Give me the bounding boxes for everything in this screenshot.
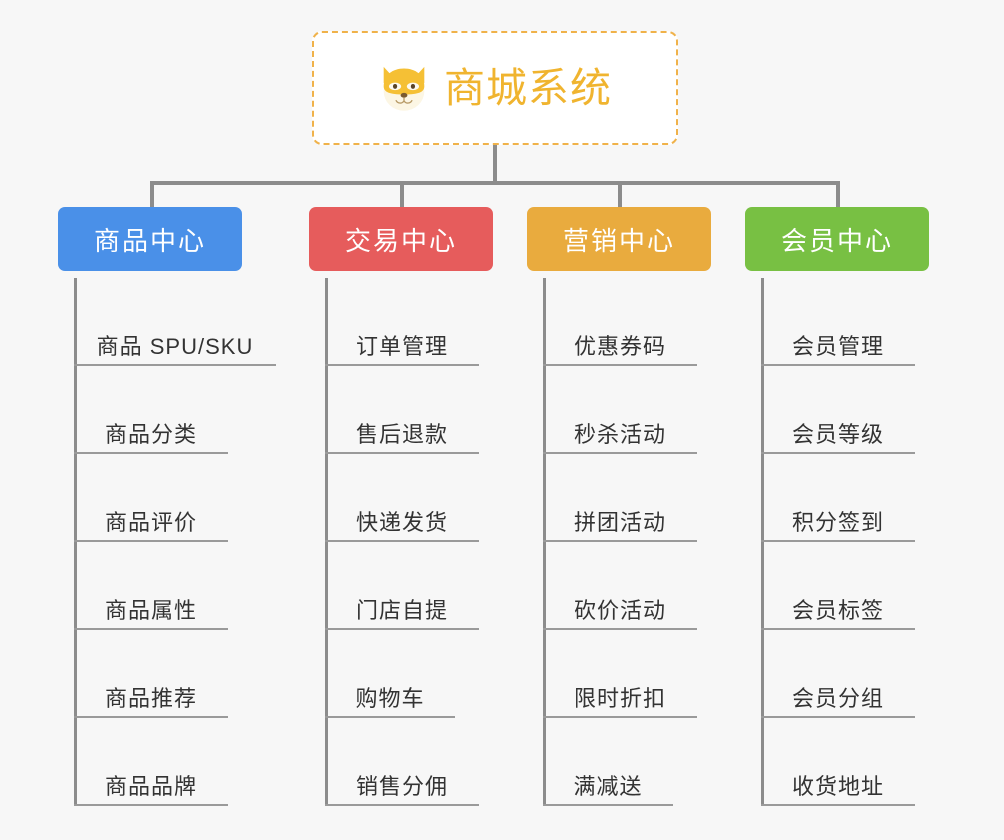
- leaf-label: 拼团活动: [573, 509, 666, 535]
- list-item[interactable]: 会员分组: [761, 630, 915, 718]
- leaf-label: 快递发货: [355, 509, 448, 535]
- list-item[interactable]: 优惠券码: [543, 278, 697, 366]
- leaf-label: 售后退款: [355, 421, 448, 447]
- list-item[interactable]: 订单管理: [325, 278, 479, 366]
- category-label: 商品中心: [93, 225, 206, 256]
- category-box-member-center[interactable]: 会员中心: [745, 207, 929, 271]
- category-box-trade-center[interactable]: 交易中心: [309, 207, 493, 271]
- category-label: 会员中心: [780, 225, 893, 256]
- list-item[interactable]: 会员等级: [761, 366, 915, 454]
- list-item[interactable]: 快递发货: [325, 454, 479, 542]
- leaf-label: 销售分佣: [355, 773, 448, 799]
- leaf-spine: [543, 278, 546, 806]
- list-item[interactable]: 商品品牌: [74, 718, 228, 806]
- leaf-label: 会员标签: [791, 597, 884, 623]
- list-item[interactable]: 满减送: [543, 718, 673, 806]
- connector-root-stem: [493, 145, 497, 183]
- leaf-label: 商品分类: [104, 421, 197, 447]
- list-item[interactable]: 门店自提: [325, 542, 479, 630]
- list-item[interactable]: 积分签到: [761, 454, 915, 542]
- list-item[interactable]: 商品 SPU/SKU: [74, 278, 276, 366]
- leaf-label: 限时折扣: [573, 685, 666, 711]
- list-item[interactable]: 商品属性: [74, 542, 228, 630]
- leaf-label: 收货地址: [791, 773, 884, 799]
- connector-drop-2: [400, 181, 404, 209]
- leaf-label: 积分签到: [791, 509, 884, 535]
- leaf-label: 会员等级: [791, 421, 884, 447]
- leaf-spine: [761, 278, 764, 806]
- leaf-label: 订单管理: [355, 333, 448, 359]
- connector-drop-1: [150, 181, 154, 209]
- root-node[interactable]: 商城系统: [312, 31, 678, 145]
- root-title: 商城系统: [444, 64, 612, 111]
- list-item[interactable]: 收货地址: [761, 718, 915, 806]
- connector-horizontal-bus: [150, 181, 840, 185]
- leaf-label: 会员分组: [791, 685, 884, 711]
- category-box-marketing-center[interactable]: 营销中心: [527, 207, 711, 271]
- category-label: 营销中心: [562, 225, 675, 256]
- list-item[interactable]: 砍价活动: [543, 542, 697, 630]
- list-item[interactable]: 拼团活动: [543, 454, 697, 542]
- category-box-product-center[interactable]: 商品中心: [58, 207, 242, 271]
- list-item[interactable]: 售后退款: [325, 366, 479, 454]
- list-item[interactable]: 商品分类: [74, 366, 228, 454]
- list-item[interactable]: 限时折扣: [543, 630, 697, 718]
- list-item[interactable]: 会员标签: [761, 542, 915, 630]
- leaf-label: 商品推荐: [104, 685, 197, 711]
- leaf-label: 砍价活动: [573, 597, 666, 623]
- connector-drop-3: [618, 181, 622, 209]
- connector-drop-4: [836, 181, 840, 209]
- leaf-spine: [74, 278, 77, 806]
- leaf-label: 优惠券码: [573, 333, 666, 359]
- leaf-label: 会员管理: [791, 333, 884, 359]
- leaf-label: 商品属性: [104, 597, 197, 623]
- list-item[interactable]: 销售分佣: [325, 718, 479, 806]
- leaf-label: 商品评价: [104, 509, 197, 535]
- list-item[interactable]: 商品评价: [74, 454, 228, 542]
- leaf-label: 门店自提: [355, 597, 448, 623]
- leaf-label: 购物车: [355, 685, 425, 711]
- list-item[interactable]: 商品推荐: [74, 630, 228, 718]
- category-label: 交易中心: [344, 225, 457, 256]
- leaf-label: 商品品牌: [104, 773, 197, 799]
- list-item[interactable]: 秒杀活动: [543, 366, 697, 454]
- shiba-dog-icon: [383, 66, 425, 111]
- leaf-label: 满减送: [573, 773, 643, 799]
- leaf-spine: [325, 278, 328, 806]
- list-item[interactable]: 会员管理: [761, 278, 915, 366]
- leaf-label: 秒杀活动: [573, 421, 666, 447]
- list-item[interactable]: 购物车: [325, 630, 455, 718]
- leaf-label: 商品 SPU/SKU: [96, 333, 254, 359]
